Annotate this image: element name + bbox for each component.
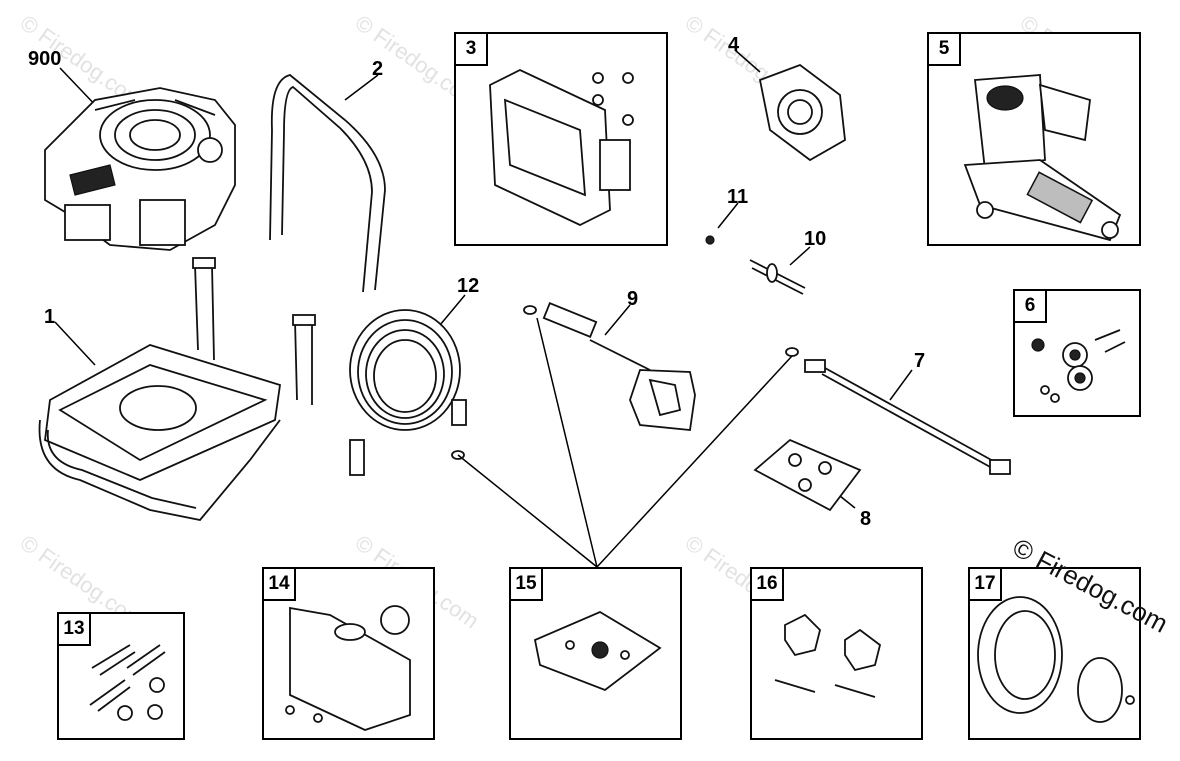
box-number-6: 6 — [1013, 289, 1047, 323]
handle-drawing — [269, 74, 386, 293]
box-number-14: 14 — [262, 567, 296, 601]
callout-12: 12 — [457, 275, 480, 297]
callout-11: 11 — [727, 186, 749, 208]
box-number-3: 3 — [454, 32, 488, 66]
part-box-16: 16 — [750, 567, 923, 740]
frame-drawing — [38, 257, 316, 521]
engine-drawing — [44, 87, 236, 251]
callout-2: 2 — [372, 58, 384, 80]
gasket-drawing — [758, 63, 846, 162]
callout-7: 7 — [914, 350, 926, 372]
bearings-drawing — [1031, 329, 1126, 403]
fasteners-drawing — [89, 644, 166, 721]
box-number-16: 16 — [750, 567, 784, 601]
wand-drawing — [785, 347, 1011, 475]
pump-drawing — [963, 74, 1122, 242]
box-number-5: 5 — [927, 32, 961, 66]
panel-drawing — [489, 68, 634, 227]
shaft-drawing — [749, 259, 806, 295]
callout-1: 1 — [44, 306, 56, 328]
fuel-tank-drawing — [285, 605, 411, 731]
leader-lines — [54, 49, 913, 568]
hardware-bag-drawing — [753, 438, 862, 512]
callout-10: 10 — [804, 228, 827, 250]
box-number-17: 17 — [968, 567, 1002, 601]
nut-drawing — [705, 235, 715, 245]
box-number-15: 15 — [509, 567, 543, 601]
callout-9: 9 — [627, 288, 639, 310]
box-number-13: 13 — [57, 612, 91, 646]
callout-8: 8 — [860, 508, 872, 530]
knobs-drawing — [774, 613, 882, 698]
spray-gun-drawing — [523, 302, 696, 431]
callout-900: 900 — [28, 48, 62, 70]
callout-4: 4 — [728, 34, 740, 56]
plate-drawing — [533, 610, 662, 692]
wheel-drawing — [977, 596, 1135, 723]
hose-drawing — [349, 309, 467, 476]
